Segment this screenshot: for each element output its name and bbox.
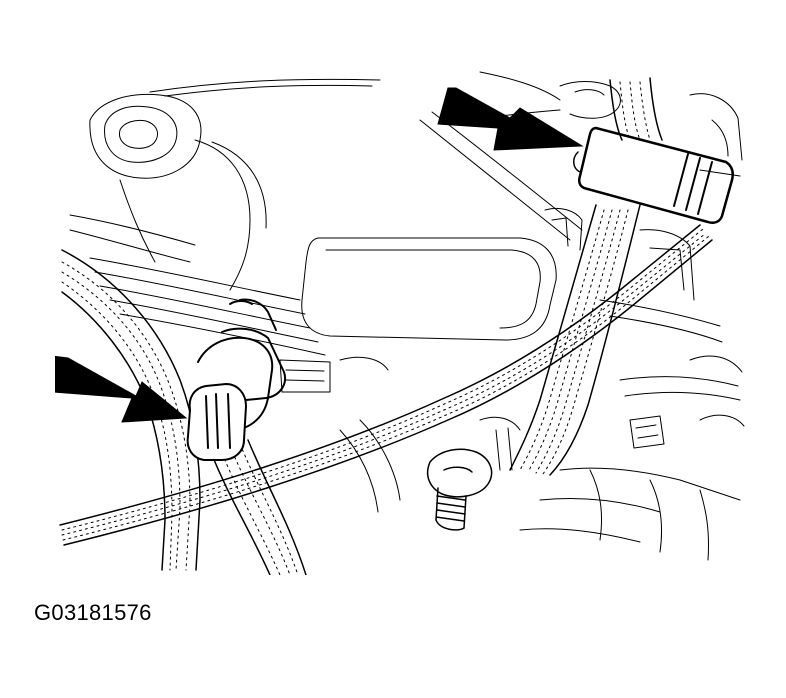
corrugated-harness-left [61,249,307,575]
threaded-stud [426,448,493,531]
sensor-connector [186,298,286,461]
corrugated-harness-vertical [509,77,663,476]
callout-arrow-left [55,355,188,423]
corrugated-harness-diagonal [59,224,713,546]
figure-code: G03181576 [34,600,152,625]
engine-structure [69,71,745,561]
harness-connector [573,126,734,224]
callout-arrow-top [437,87,584,151]
